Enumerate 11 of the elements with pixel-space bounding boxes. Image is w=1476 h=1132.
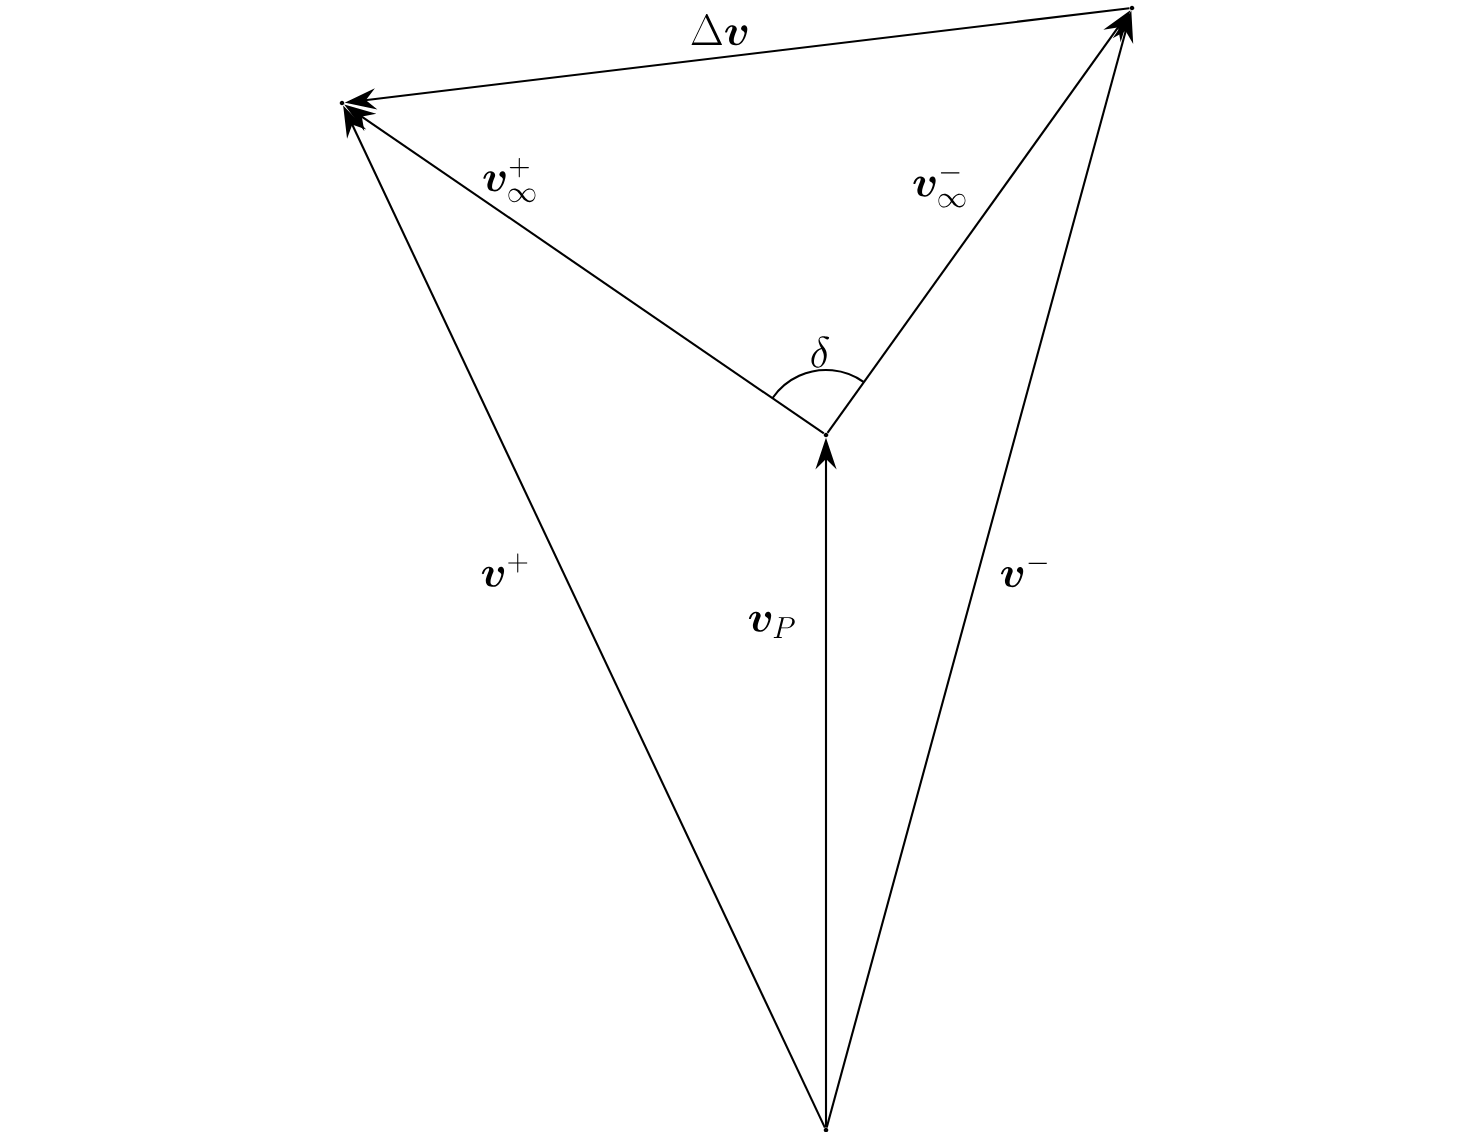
edge-label: $\boldsymbol{v}^{-}_{\infty}$ — [913, 172, 966, 208]
edge-label: $\boldsymbol{v}^{-}$ — [1000, 562, 1048, 588]
edge-label: $\Delta\boldsymbol{v}$ — [691, 14, 748, 46]
edge-label: $\boldsymbol{v}^{+}_{\infty}$ — [483, 158, 536, 203]
vector-point — [339, 100, 345, 106]
edge-label: $\boldsymbol{v}_{P}$ — [748, 611, 795, 638]
vector-point — [1129, 5, 1135, 11]
angle-label: $\delta$ — [811, 336, 830, 368]
edge-label: $\boldsymbol{v}^{+}$ — [481, 553, 528, 587]
vector-point — [823, 432, 829, 438]
vector-point — [823, 1127, 829, 1132]
